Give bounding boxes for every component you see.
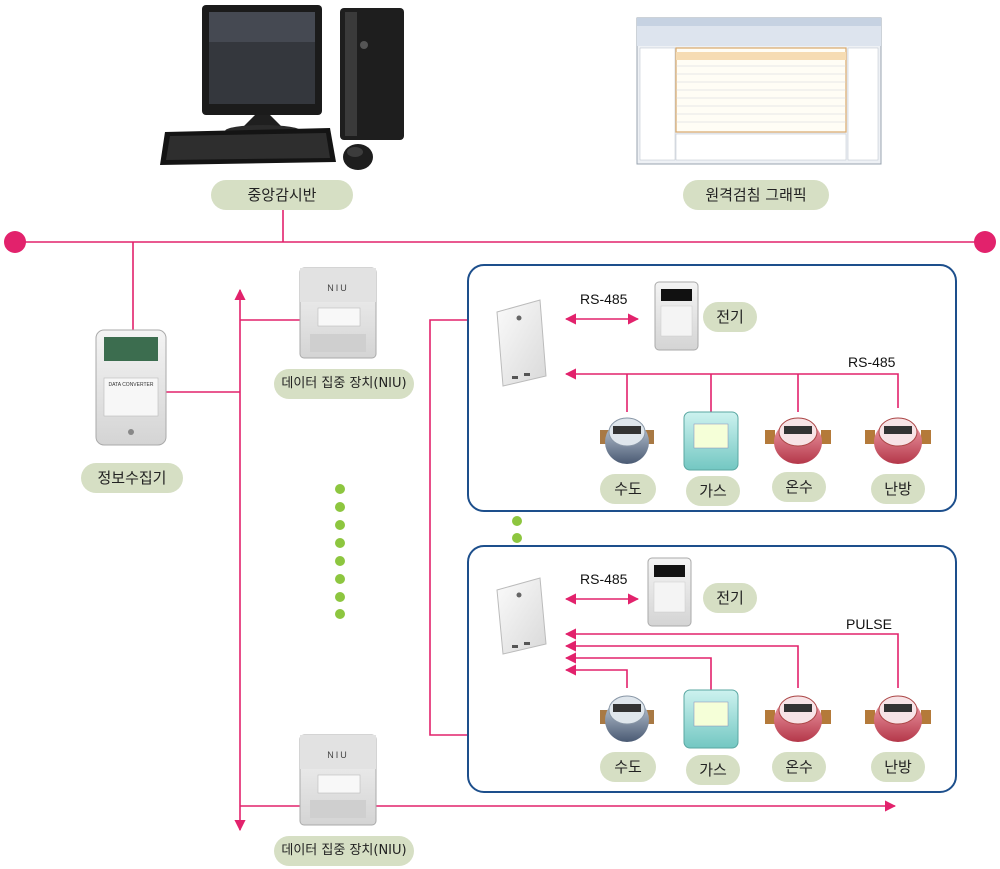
niu-logo-bottom: NIU (327, 750, 349, 760)
label-pulse: PULSE (846, 616, 892, 632)
niu-logo-top: NIU (327, 283, 349, 293)
electric-meter-icon (647, 557, 692, 627)
desktop-computer-icon (160, 5, 404, 170)
label-gas-2: 가스 (686, 755, 740, 785)
connection-lines (15, 195, 985, 832)
meter-group-rs485 (467, 264, 957, 512)
label-niu-top: 데이터 집중 장치(NIU) (274, 369, 414, 399)
gas-meter-icon (683, 411, 739, 471)
group1-lines (564, 313, 899, 412)
group2-lines (564, 593, 899, 690)
water-meter-icon (600, 695, 654, 742)
heating-meter-icon (865, 417, 931, 464)
bus-endpoint-left (4, 231, 26, 253)
continuation-dots (335, 484, 522, 619)
label-rs485-bus: RS-485 (848, 354, 896, 370)
label-gas-1: 가스 (686, 476, 740, 506)
interface-box-icon (496, 299, 547, 387)
niu-device-icon: NIU (299, 734, 377, 826)
label-niu-bottom: 데이터 집중 장치(NIU) (274, 836, 414, 866)
label-central-monitor: 중앙감시반 (211, 180, 353, 210)
niu-device-icon: NIU (299, 267, 377, 359)
bus-endpoint-right (974, 231, 996, 253)
label-rs485-electric-2: RS-485 (580, 571, 628, 587)
label-water-2: 수도 (600, 752, 656, 782)
label-heating-2: 난방 (871, 752, 925, 782)
label-hotwater-1: 온수 (772, 472, 826, 502)
heating-meter-icon (865, 695, 931, 742)
monitor-screenshot-icon (636, 17, 882, 165)
label-heating-1: 난방 (871, 474, 925, 504)
hot-water-meter-icon (765, 417, 831, 464)
meter-group-pulse (467, 545, 957, 793)
label-electric-1: 전기 (703, 302, 757, 332)
water-meter-icon (600, 417, 654, 464)
label-water-1: 수도 (600, 474, 656, 504)
label-remote-graphic: 원격검침 그래픽 (683, 180, 829, 210)
data-converter-icon: DATA CONVERTER (95, 329, 167, 446)
label-collector: 정보수집기 (81, 463, 183, 493)
label-hotwater-2: 온수 (772, 752, 826, 782)
interface-box-icon (496, 577, 547, 655)
gas-meter-icon (683, 689, 739, 749)
converter-label: DATA CONVERTER (108, 382, 153, 388)
hot-water-meter-icon (765, 695, 831, 742)
label-rs485-electric-1: RS-485 (580, 291, 628, 307)
electric-meter-icon (654, 281, 699, 351)
label-electric-2: 전기 (703, 583, 757, 613)
